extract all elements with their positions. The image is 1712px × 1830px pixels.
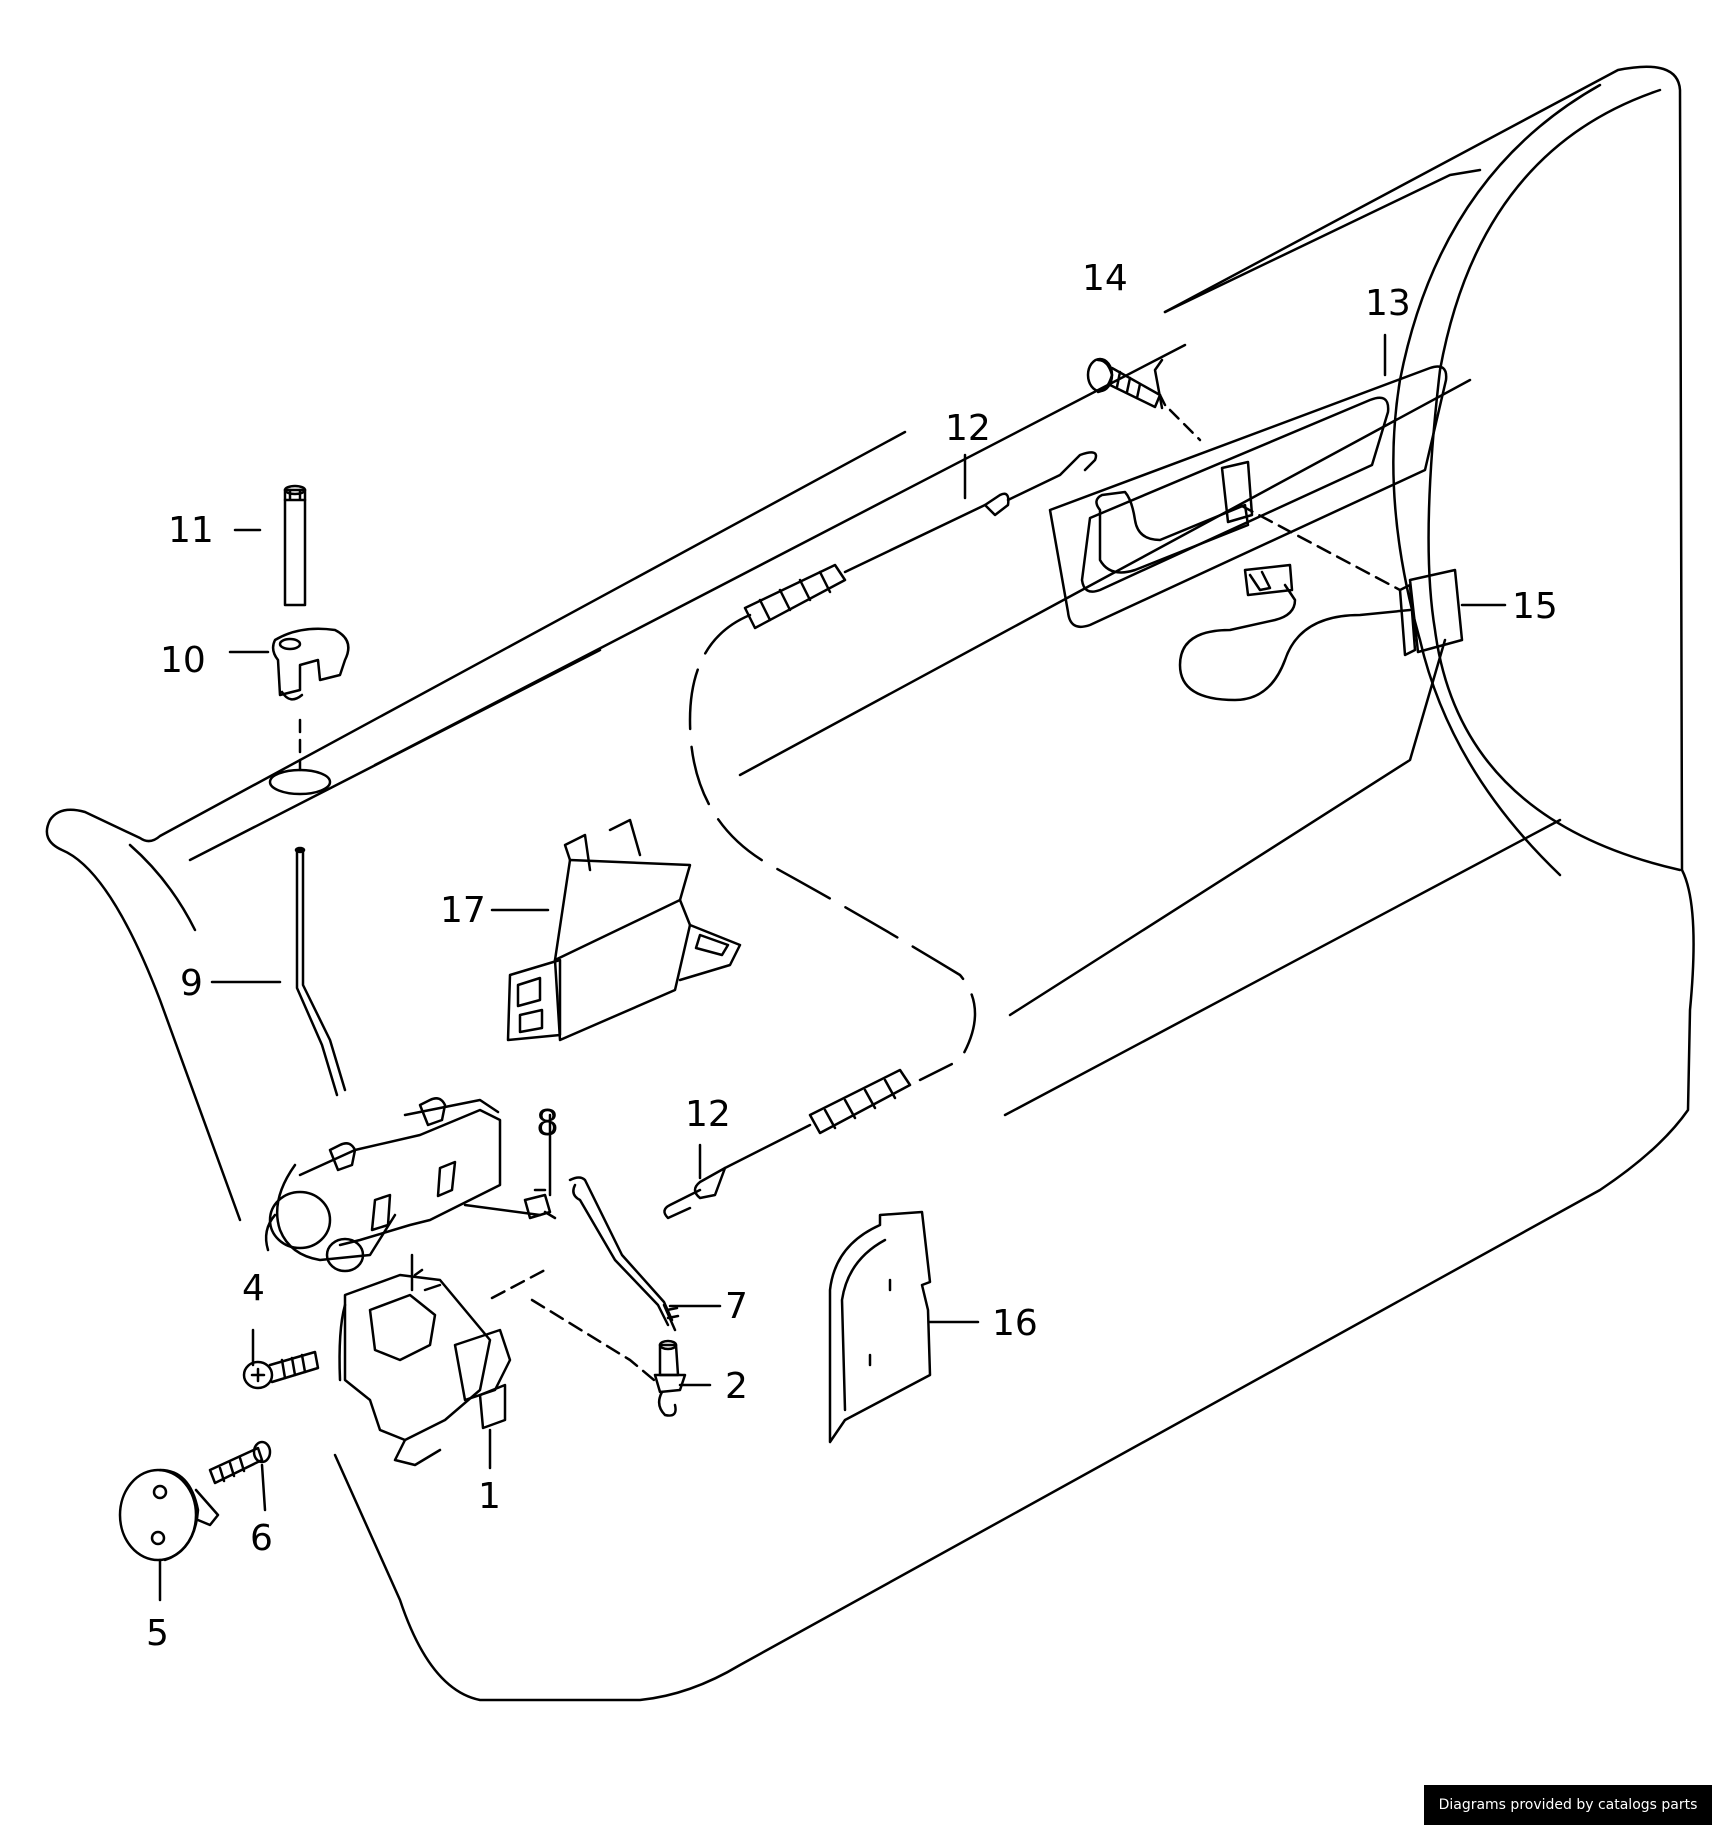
bowden-cable bbox=[663, 451, 1098, 1220]
wiring-harness bbox=[1178, 563, 1464, 702]
callout-13: 13 bbox=[1365, 283, 1411, 324]
operating-rod-and-clip bbox=[568, 1176, 687, 1417]
retaining-clip bbox=[523, 1188, 557, 1220]
door-panel-outline bbox=[45, 65, 1695, 1702]
callout-1: 1 bbox=[478, 1476, 501, 1517]
lock-knob-guide bbox=[268, 484, 350, 796]
callout-12-lower: 12 bbox=[685, 1094, 731, 1135]
lock-rod bbox=[294, 846, 347, 1097]
door-control-unit bbox=[506, 818, 742, 1042]
striker-plate bbox=[118, 1440, 272, 1562]
callout-10: 10 bbox=[160, 640, 206, 681]
fillister-screw bbox=[242, 1350, 320, 1390]
callout-15: 15 bbox=[1512, 586, 1558, 627]
door-lock-assembly bbox=[264, 1097, 512, 1467]
leader-lines bbox=[158, 333, 1507, 1602]
callout-17: 17 bbox=[440, 890, 486, 931]
callout-8: 8 bbox=[536, 1103, 559, 1144]
callout-9: 9 bbox=[180, 963, 203, 1004]
callout-5: 5 bbox=[146, 1613, 169, 1654]
interior-handle-trim bbox=[1048, 365, 1448, 629]
callout-4: 4 bbox=[242, 1268, 265, 1309]
callout-14: 14 bbox=[1082, 258, 1128, 299]
callout-12-upper: 12 bbox=[945, 408, 991, 449]
callout-11: 11 bbox=[168, 510, 214, 551]
footer-attribution: Diagrams provided by catalogs parts bbox=[1424, 1785, 1712, 1825]
callout-labels: 1 2 4 5 6 7 8 9 10 11 12 12 13 14 15 16 … bbox=[146, 258, 1558, 1654]
callout-2: 2 bbox=[725, 1366, 748, 1407]
footer-text: Diagrams provided by catalogs parts bbox=[1438, 1797, 1698, 1813]
door-cover bbox=[828, 1210, 932, 1444]
callout-7: 7 bbox=[725, 1286, 748, 1327]
callout-16: 16 bbox=[992, 1303, 1038, 1344]
callout-6: 6 bbox=[250, 1518, 273, 1559]
tapping-screw bbox=[1086, 357, 1167, 409]
